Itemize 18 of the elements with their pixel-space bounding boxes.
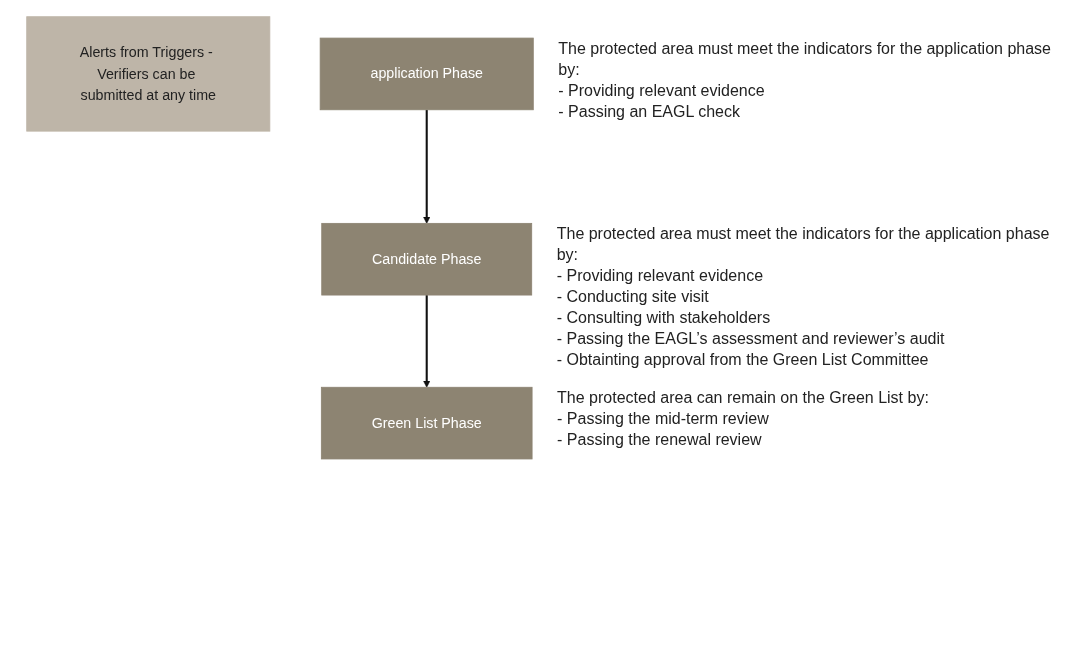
node-box: application Phase [319,37,534,111]
node-caption: - Providing relevant evidence [556,266,765,287]
node-caption: - Consulting with stakeholders [556,308,772,329]
node-caption: - Passing the renewal review [557,430,763,451]
node-caption: The protected area can remain on the Green List by: [557,388,930,409]
arrow [423,109,431,224]
node-caption: - Passing an EAGL check [558,102,741,123]
node-caption: The protected area must meet the indicators for the application phase by: [556,224,1051,266]
node-caption: - Conducting site visit [556,287,710,308]
node-caption: - Providing relevant evidence [558,81,766,102]
node-caption: - Passing the EAGL’s assessment and reviewer’s audit [556,329,946,350]
node-caption: - Obtainting approval from the Green List Committee [556,350,930,371]
node-box: Green List Phase [320,386,533,460]
node-box: Alerts from Triggers - Verifiers can be submitted at any time [26,16,271,132]
arrow [423,295,431,388]
node-box: Candidate Phase [321,222,533,296]
node-caption: - Passing the mid-term review [557,409,770,430]
node-caption: The protected area must meet the indicators for the application phase by: [558,39,1052,81]
